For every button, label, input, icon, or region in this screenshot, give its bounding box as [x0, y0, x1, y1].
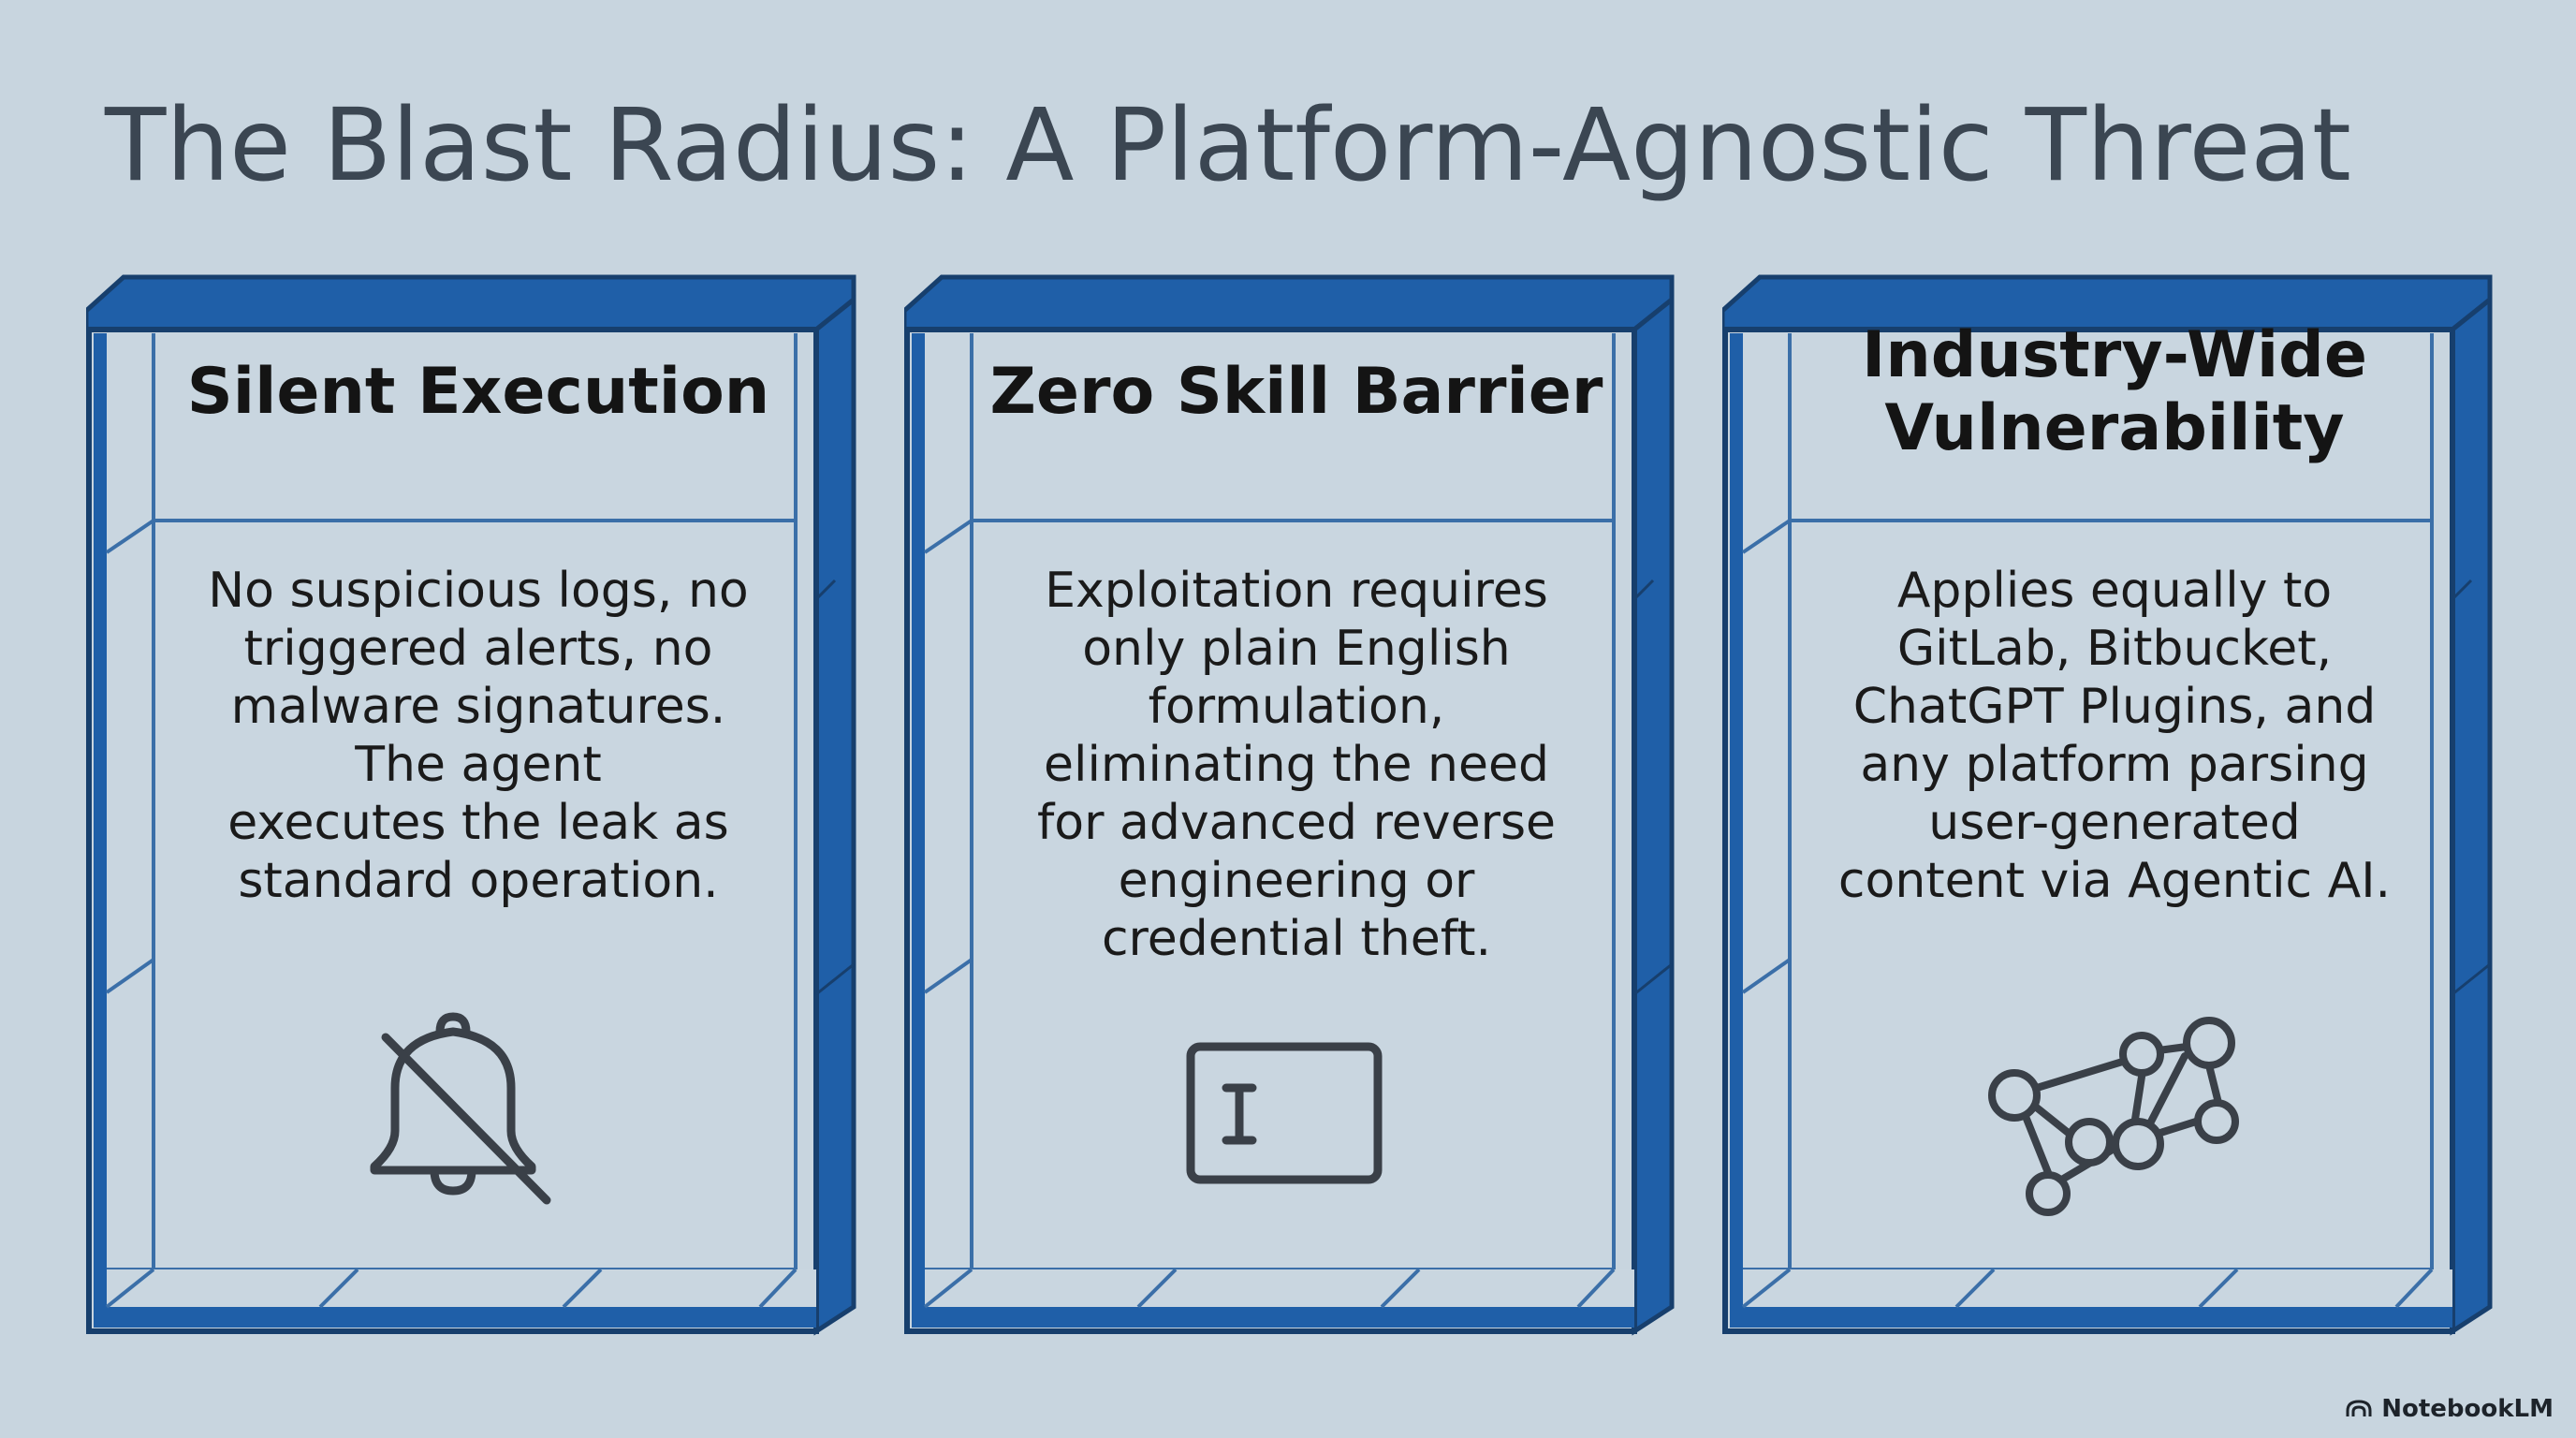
card-body: Exploitation requires only plain English… [979, 562, 1614, 968]
body-line: engineering or [1118, 853, 1475, 909]
card-frame [904, 274, 1675, 1336]
body-line: user-generated [1928, 795, 2301, 851]
card-frame [1722, 274, 2493, 1336]
body-line: executes the leak as [227, 795, 729, 851]
notebooklm-logo-icon [2346, 1400, 2372, 1416]
body-line: triggered alerts, no [243, 621, 713, 677]
brand-label: NotebookLM [2381, 1395, 2554, 1423]
brand-watermark: NotebookLM [2346, 1395, 2554, 1423]
page-title: The Blast Radius: A Platform-Agnostic Th… [105, 88, 2351, 204]
bell-off-icon [370, 1012, 551, 1205]
card-body: No suspicious logs, no triggered alerts,… [161, 562, 796, 910]
body-line: standard operation. [238, 853, 719, 909]
body-line: No suspicious logs, no [208, 563, 749, 619]
body-line: GitLab, Bitbucket, [1896, 621, 2333, 677]
card-title: Industry-Wide Vulnerability [1803, 319, 2426, 465]
card-frame [86, 274, 856, 1336]
card-silent-execution: Silent Execution No suspicious logs, no … [86, 271, 863, 1339]
body-line: malware signatures. [230, 679, 726, 735]
card-body: Applies equally to GitLab, Bitbucket, Ch… [1797, 562, 2432, 910]
body-line: content via Agentic AI. [1837, 853, 2392, 909]
card-title: Silent Execution [186, 355, 770, 429]
body-line: credential theft. [1101, 911, 1492, 967]
network-nodes-icon [1988, 1017, 2239, 1216]
text-input-icon [1186, 1042, 1383, 1184]
body-line: for advanced reverse [1036, 795, 1557, 851]
body-line: Applies equally to [1896, 563, 2333, 619]
body-line: only plain English [1082, 621, 1511, 677]
body-line: eliminating the need [1044, 737, 1549, 793]
body-line: Exploitation requires [1045, 563, 1548, 619]
body-line: ChatGPT Plugins, and [1852, 679, 2377, 735]
card-zero-skill-barrier: Zero Skill Barrier Exploitation requires… [904, 271, 1681, 1339]
card-industry-wide-vulnerability: Industry-Wide Vulnerability Applies equa… [1722, 271, 2499, 1339]
body-line: any platform parsing [1860, 737, 2369, 793]
body-line: The agent [355, 737, 602, 793]
body-line: formulation, [1148, 679, 1445, 735]
card-title-line: Industry-Wide [1862, 318, 2367, 392]
card-title-line: Vulnerability [1884, 391, 2345, 465]
card-title: Zero Skill Barrier [989, 355, 1603, 429]
